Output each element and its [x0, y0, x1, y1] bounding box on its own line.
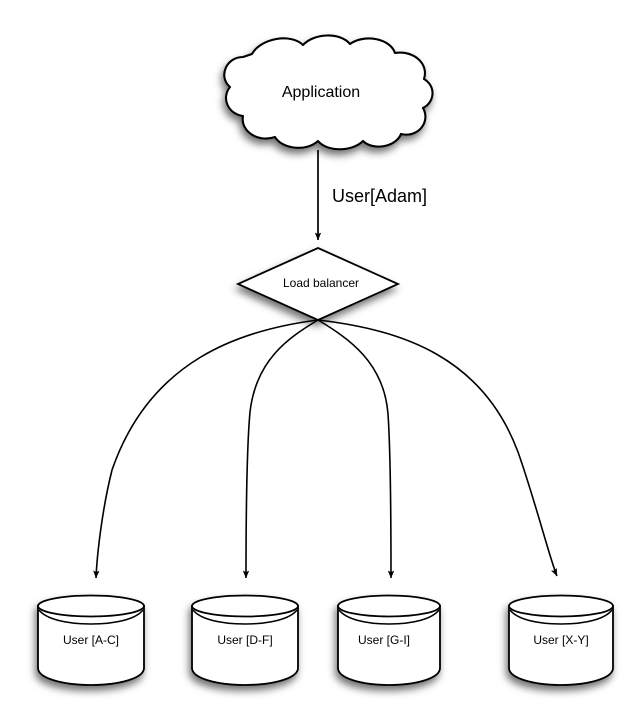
cylinder-body	[191, 605, 299, 686]
cylinder-body	[508, 605, 614, 686]
cylinder-top	[37, 594, 145, 618]
cloud-node-application[interactable]	[223, 34, 434, 151]
edge-load-balancer-to-db-2[interactable]	[317, 319, 395, 579]
edge-load-balancer-to-db-1[interactable]	[242, 319, 319, 579]
cylinder-node-db-0[interactable]	[37, 594, 145, 686]
diamond-node-load-balancer[interactable]	[235, 247, 401, 321]
edge-curve	[317, 319, 558, 577]
cylinder-node-db-3[interactable]	[508, 594, 614, 686]
edge-load-balancer-to-db-3[interactable]	[317, 319, 558, 577]
cylinder-node-db-1[interactable]	[191, 594, 299, 686]
diamond-shape	[235, 247, 401, 321]
edge-load-balancer-to-db-0[interactable]	[93, 319, 319, 579]
cylinder-top	[337, 594, 441, 618]
cylinder-top-inner-arc	[509, 609, 613, 625]
cylinder-body	[37, 605, 145, 686]
cloud-shape	[223, 34, 434, 151]
edge-curve	[93, 319, 319, 579]
edge-curve	[242, 319, 319, 579]
cylinder-body	[337, 605, 441, 686]
cylinder-top-inner-arc	[192, 609, 298, 625]
edge-curve	[317, 319, 395, 579]
cylinder-top	[508, 594, 614, 618]
cylinder-top-inner-arc	[38, 609, 144, 625]
cylinder-top-inner-arc	[338, 609, 440, 625]
cylinder-top	[191, 594, 299, 618]
cylinder-node-db-2[interactable]	[337, 594, 441, 686]
